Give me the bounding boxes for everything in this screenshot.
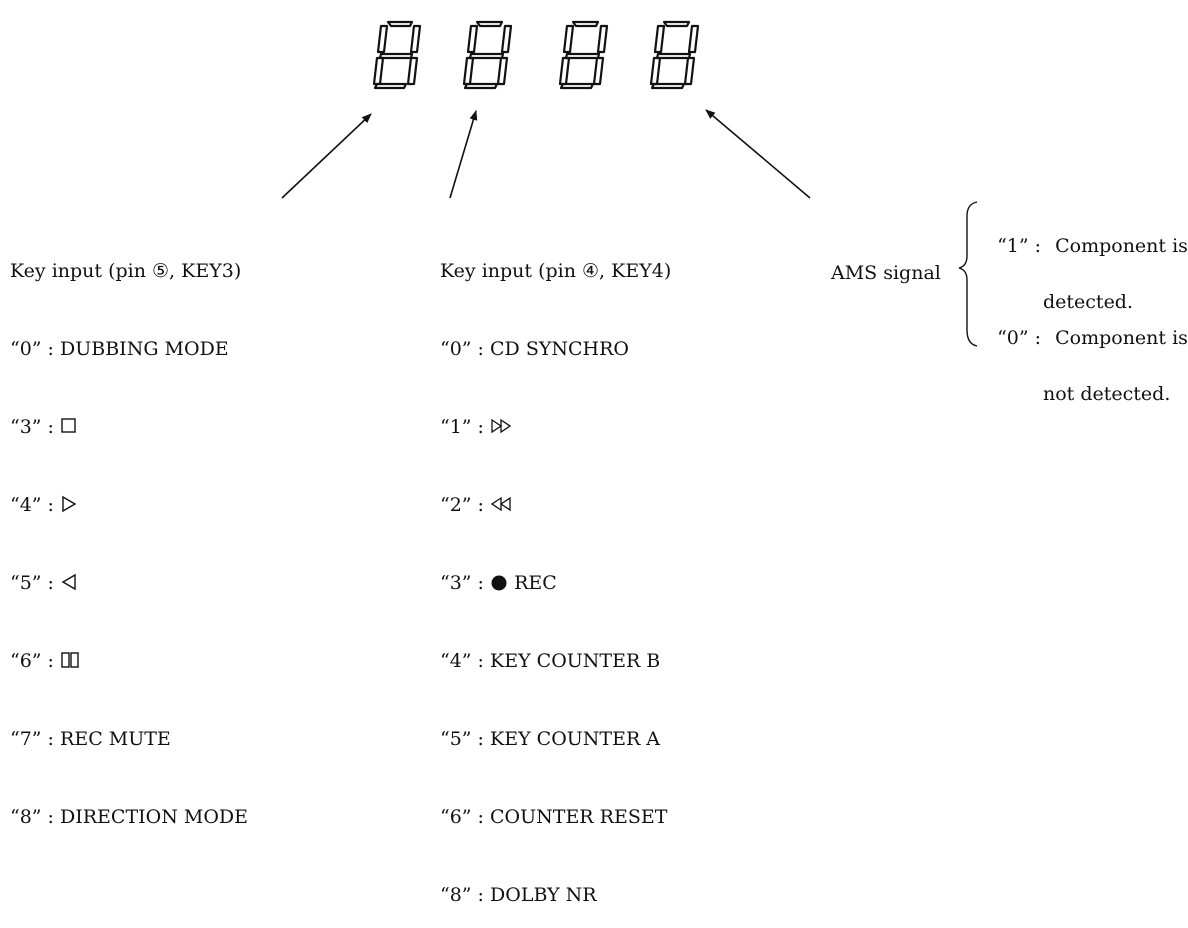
key3-item: “7” : REC MUTE: [10, 728, 171, 750]
play-forward-icon: [62, 495, 77, 513]
stop-icon: [61, 418, 76, 433]
record-icon: [491, 575, 507, 591]
key3-input-block: Key input (pin ⑤, KEY3) “0” : DUBBING MO…: [10, 206, 248, 856]
key3-item: “5” :: [10, 570, 248, 596]
rewind-icon: [490, 496, 511, 512]
pause-icon: [61, 652, 79, 668]
key4-item: “6” : COUNTER RESET: [440, 806, 668, 828]
ams-option-not-detected: “0” : Component is not detected.: [985, 296, 1188, 436]
key3-item: “4” :: [10, 492, 248, 518]
ams-option-text-2: not detected.: [1043, 383, 1171, 405]
ams-option-key: “1” :: [997, 235, 1042, 257]
display-digit-2: [462, 20, 513, 90]
ams-brace: [958, 201, 978, 347]
ams-option-key: “0” :: [997, 327, 1042, 349]
display-digit-4: [649, 20, 700, 90]
ams-option-text: Component is: [1055, 235, 1188, 257]
ams-option-detected: “1” : Component is detected.: [985, 204, 1188, 344]
key4-item: “5” : KEY COUNTER A: [440, 728, 661, 750]
ams-option-text-2: detected.: [1043, 291, 1134, 313]
key3-item: “0” : DUBBING MODE: [10, 338, 229, 360]
key4-item: “4” : KEY COUNTER B: [440, 650, 661, 672]
key4-input-block: Key input (pin ④, KEY4) “0” : CD SYNCHRO…: [440, 206, 671, 928]
arrow-key3: [281, 113, 372, 199]
arrow-ams: [705, 109, 811, 199]
ams-option-text: Component is: [1055, 327, 1188, 349]
diagram-canvas: [281, 20, 978, 347]
key3-item: “8” : DIRECTION MODE: [10, 806, 249, 828]
key4-item: “8” : DOLBY NR: [440, 884, 597, 906]
key3-item: “6” :: [10, 648, 248, 674]
key4-item: “1” :: [440, 414, 671, 440]
key4-item: “0” : CD SYNCHRO: [440, 338, 629, 360]
arrow-key4: [449, 110, 478, 199]
display-digit-1: [372, 20, 422, 90]
ams-signal-label: AMS signal: [831, 262, 941, 284]
key4-item: “2” :: [440, 492, 671, 518]
key3-input-title: Key input (pin ⑤, KEY3): [10, 260, 242, 282]
key4-input-title: Key input (pin ④, KEY4): [440, 260, 672, 282]
play-reverse-icon: [61, 573, 76, 591]
key3-item: “3” :: [10, 414, 248, 440]
key4-item: “3” : REC: [440, 572, 557, 594]
fast-forward-icon: [491, 418, 512, 434]
display-digit-3: [558, 20, 609, 90]
